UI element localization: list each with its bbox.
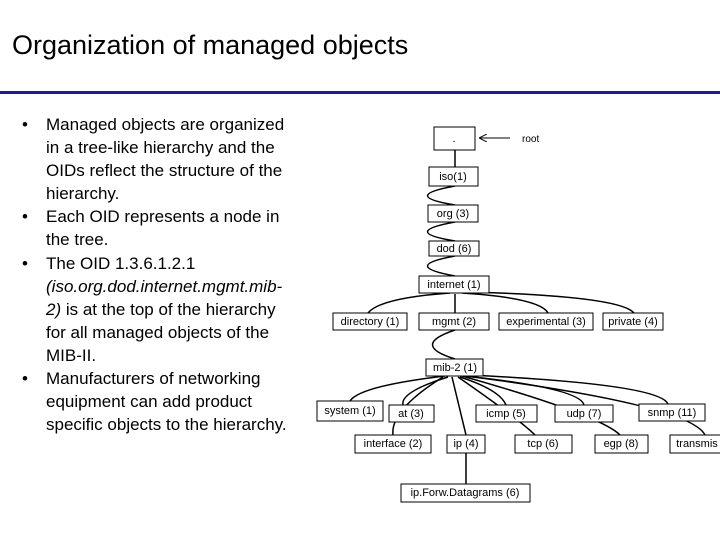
node-ip-forw-datagrams: ip.Forw.Datagrams (6) [400,483,531,503]
svg-text:private (4): private (4) [608,316,658,328]
edge-internet-experimental [461,292,549,314]
bullet-text: is at the top of the hierarchy for all m… [46,299,276,365]
bullet-text-italic: (iso.org.dod.internet.mgmt.mib-2) [46,276,283,319]
node-egp: egp (8) [594,434,649,454]
bullet-text: The OID 1.3.6.1.2.1 [46,253,196,273]
svg-text:mib-2 (1): mib-2 (1) [433,362,477,374]
node-directory: directory (1) [332,312,408,331]
edge-mib2-system [349,375,446,402]
bullet-text: Each OID represents a node in the tree. [46,207,280,250]
edge-iso-org [427,185,456,206]
title-divider [0,91,720,94]
bullet-marker: • [22,115,28,134]
bullet-list: • Managed objects are organized in a tree… [22,113,292,436]
svg-text:experimental (3): experimental (3) [506,316,585,328]
node-tcp: tcp (6) [514,434,573,454]
node-mgmt: mgmt (2) [418,312,490,331]
svg-text:tcp (6): tcp (6) [527,438,558,450]
edge-internet-private [467,291,635,314]
node-system: system (1) [316,400,384,422]
edge-mib2-transmis [465,375,706,436]
svg-text:transmis: transmis [676,438,718,450]
edge-mib2-icmp [459,376,507,406]
node-experimental: experimental (3) [498,312,594,331]
svg-text:ip.Forw.Datagrams (6): ip.Forw.Datagrams (6) [411,487,520,499]
svg-text:dod (6): dod (6) [437,243,472,255]
node-snmp: snmp (11) [638,403,706,422]
tree-edges [349,150,706,484]
bullet-item: • The OID 1.3.6.1.2.1 (iso.org.dod.intern… [22,252,292,367]
node-transmis: transmis [669,434,720,454]
edge-mib2-snmp [467,374,669,405]
bullet-item: • Each OID represents a node in the tree. [22,205,292,251]
svg-text:snmp (11): snmp (11) [648,407,697,419]
svg-text:icmp (5): icmp (5) [486,408,526,420]
node-internet: internet (1) [418,275,490,294]
node-iso: iso(1) [428,166,479,187]
svg-text:ip (4): ip (4) [453,438,478,450]
edge-mgmt-mib2 [432,329,456,360]
bullet-text: Managed objects are organized in a tree-… [46,115,285,204]
node-root: . [433,126,476,151]
svg-text:mgmt (2): mgmt (2) [432,316,476,328]
svg-text:internet (1): internet (1) [427,279,480,291]
edge-internet-directory [367,292,451,314]
svg-text:iso(1): iso(1) [439,171,467,183]
bullet-marker: • [22,207,28,227]
node-org: org (3) [427,204,479,223]
svg-text:udp (7): udp (7) [567,408,602,420]
slide-title: Organization of managed objects [12,30,409,60]
edge-org-dod [427,221,456,242]
svg-text:.: . [452,133,455,145]
root-annotation: root [522,134,539,145]
node-at: at (3) [388,404,435,423]
svg-text:system (1): system (1) [324,405,375,417]
bullet-item: • Manufacturers of networking equipment c… [22,367,292,436]
svg-text:directory (1): directory (1) [341,316,400,328]
bullet-marker: • [22,369,28,389]
svg-text:egp (8): egp (8) [604,438,639,450]
node-mib-2: mib-2 (1) [425,358,484,377]
svg-text:org (3): org (3) [437,208,469,220]
node-udp: udp (7) [554,404,614,423]
root-pointer: root [480,134,539,145]
node-ip: ip (4) [446,434,486,454]
edge-mib2-at [402,376,449,406]
node-interface: interface (2) [354,434,432,454]
edge-mib2-ip [451,376,467,436]
bullet-marker: • [22,253,28,273]
bullet-item: • Managed objects are organized in a tree… [22,113,292,205]
svg-text:at (3): at (3) [398,408,424,420]
edge-dod-internet [426,255,456,277]
node-dod: dod (6) [428,240,480,257]
bullet-text: Manufacturers of networking equipment ca… [46,369,287,435]
node-icmp: icmp (5) [475,404,538,423]
svg-text:interface (2): interface (2) [364,438,423,450]
node-private: private (4) [602,312,664,331]
